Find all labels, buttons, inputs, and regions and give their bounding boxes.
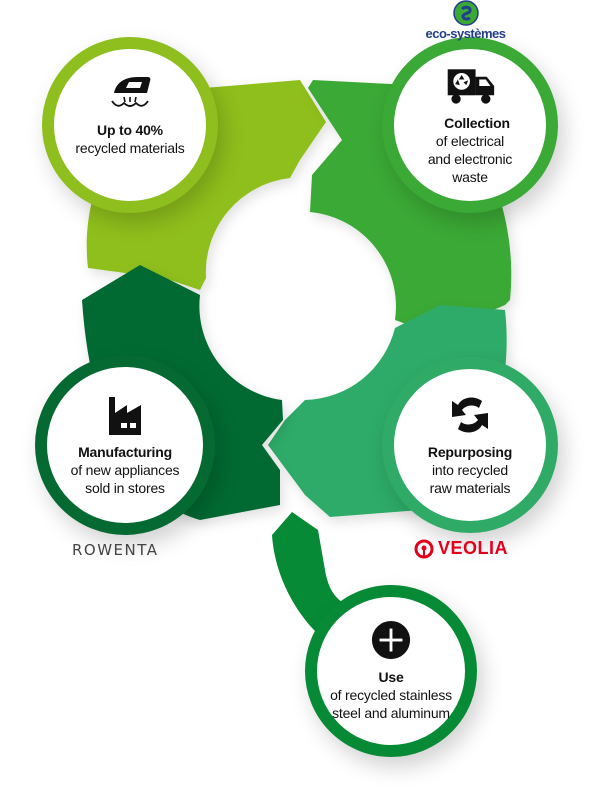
recycling-truck-icon (447, 69, 495, 104)
step-description: of new appliances sold in stores (70, 462, 180, 496)
eco-systemes-wordmark: eco-systèmes (425, 26, 507, 41)
factory-icon (109, 397, 141, 435)
eco-systemes-globe-icon (452, 0, 479, 26)
plus-circle-icon (371, 620, 411, 660)
veolia-symbol-icon (414, 539, 434, 558)
step-title: Up to 40% (97, 122, 163, 138)
step-manufacturing: Manufacturing of new appliances sold in … (35, 355, 215, 535)
step-use: Use of recycled stainless steel and alum… (305, 585, 477, 757)
veolia-logo: VEOLIA (414, 538, 508, 559)
step-title: Collection (444, 115, 510, 131)
step-collection: Collection of electrical and electronic … (382, 37, 558, 213)
recycle-arrows-icon (452, 397, 488, 433)
eco-systemes-logo: eco-systèmes (418, 0, 513, 42)
step-title: Manufacturing (78, 444, 172, 460)
step-title: Repurposing (427, 444, 513, 460)
step-title: Use (378, 669, 404, 685)
step-description: of recycled stainless steel and aluminum (330, 687, 452, 721)
step-description: recycled materials (75, 140, 185, 156)
veolia-wordmark: VEOLIA (438, 538, 509, 558)
rowenta-logo: ROWENTA (72, 541, 159, 559)
iron-icon (111, 77, 151, 107)
step-repurposing: Repurposing into recycled raw materials (382, 357, 558, 533)
step-description: of electrical and electronic waste (427, 133, 513, 185)
step-description: into recycled raw materials (429, 462, 511, 496)
step-recycled-materials: Up to 40% recycled materials (42, 37, 218, 213)
